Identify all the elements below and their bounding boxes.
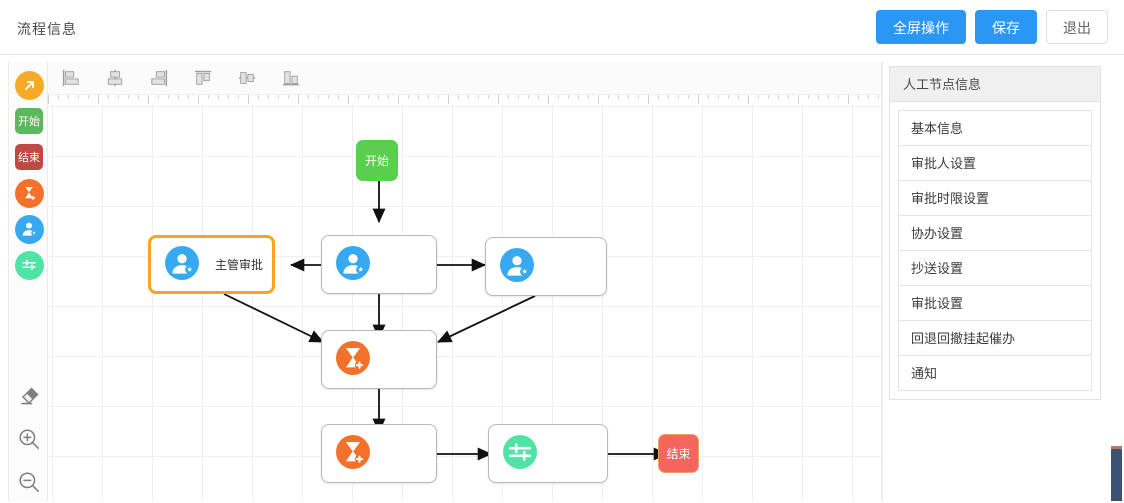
timer-node-tool[interactable] [14,178,44,208]
left-toolbar-bottom-tools [9,374,49,503]
align-left-button[interactable] [60,67,82,89]
user-star-icon [165,246,199,283]
zoom-in-tool[interactable] [9,417,49,460]
panel-item-notification[interactable]: 通知 [899,356,1091,391]
panel-divider [882,62,883,501]
fullscreen-button[interactable]: 全屏操作 [876,10,966,44]
hourglass-plus-icon [336,435,370,472]
align-right-icon [151,69,168,87]
user-star-icon [14,214,44,244]
canvas-node-timer-1[interactable] [321,330,437,389]
end-node-tool[interactable]: 结束 [14,142,44,172]
panel-item-rollback-suspend-urge[interactable]: 回退回撤挂起催办 [899,321,1091,356]
condition-node-tool[interactable] [14,250,44,280]
canvas-node-condition[interactable] [488,424,608,483]
zoom-out-icon [19,471,39,492]
canvas-area[interactable]: 开始 主管审批 [48,62,882,501]
canvas-node-user-2[interactable] [485,237,607,296]
zoom-out-tool[interactable] [9,460,49,503]
right-edge-strip [1101,62,1124,501]
right-panel-title: 人工节点信息 [890,67,1100,102]
ruler-major-ticks [48,95,881,104]
align-top-icon [194,70,212,85]
scrollbar-cap [1111,446,1122,451]
start-icon: 开始 [15,108,43,134]
right-panel-list: 基本信息 审批人设置 审批时限设置 协办设置 抄送设置 审批设置 回退回撤挂起催… [898,110,1092,391]
canvas-node-manager-approval[interactable]: 主管审批 [148,235,275,294]
page-title: 流程信息 [17,21,77,37]
panel-item-approver-settings[interactable]: 审批人设置 [899,146,1091,181]
eraser-tool[interactable] [9,374,49,417]
user-star-icon [500,248,534,285]
align-right-button[interactable] [148,67,170,89]
canvas-grid[interactable]: 开始 主管审批 [48,104,881,501]
canvas-node-end-label: 结束 [666,447,691,461]
eraser-icon [21,387,39,404]
canvas-node-end[interactable]: 结束 [658,434,699,473]
canvas-node-start[interactable]: 开始 [356,140,398,181]
zoom-in-icon [19,428,39,449]
align-top-button[interactable] [192,67,214,89]
save-button[interactable]: 保存 [975,10,1037,44]
panel-item-approval-settings[interactable]: 审批设置 [899,286,1091,321]
exit-button[interactable]: 退出 [1046,10,1108,44]
end-icon: 结束 [15,144,43,170]
start-tool-label: 开始 [18,116,40,128]
left-toolbar: 开始 结束 [8,62,48,501]
right-panel-body: 基本信息 审批人设置 审批时限设置 协办设置 抄送设置 审批设置 回退回撤挂起催… [890,102,1100,399]
align-left-icon [62,69,79,87]
right-panel: 人工节点信息 基本信息 审批人设置 审批时限设置 协办设置 抄送设置 审批设置 … [889,66,1101,400]
align-middle-button[interactable] [236,67,258,89]
align-center-button[interactable] [104,67,126,89]
sliders-icon [503,435,537,472]
arrow-up-right-icon [14,70,44,100]
panel-item-cc-settings[interactable]: 抄送设置 [899,251,1091,286]
canvas-edges [223,181,669,461]
panel-item-approval-deadline-settings[interactable]: 审批时限设置 [899,181,1091,216]
canvas-node-user-1[interactable] [321,235,437,294]
hourglass-plus-icon [336,341,370,378]
left-toolbar-tools: 开始 结束 [9,70,49,286]
canvas-node-start-label: 开始 [364,154,389,168]
align-center-horizontal-icon [107,69,123,87]
header-actions: 全屏操作 保存 退出 [876,10,1108,44]
canvas-node-manager-approval-label: 主管审批 [215,258,264,272]
end-tool-label: 结束 [18,152,40,164]
user-star-icon [336,246,370,283]
align-bottom-button[interactable] [280,67,302,89]
connector-arrow-tool[interactable] [14,70,44,100]
align-middle-vertical-icon [238,72,256,84]
align-bottom-icon [282,71,300,86]
canvas-toolbar [48,62,881,95]
start-node-tool[interactable]: 开始 [14,106,44,136]
canvas-node-timer-2[interactable] [321,424,437,483]
sliders-icon [14,250,44,280]
hourglass-plus-icon [14,178,44,208]
app-header: 流程信息 全屏操作 保存 退出 [0,0,1124,55]
user-node-tool[interactable] [14,214,44,244]
page-scrollbar-thumb[interactable] [1111,449,1122,501]
panel-item-cooperation-settings[interactable]: 协办设置 [899,216,1091,251]
panel-item-basic-info[interactable]: 基本信息 [899,111,1091,146]
